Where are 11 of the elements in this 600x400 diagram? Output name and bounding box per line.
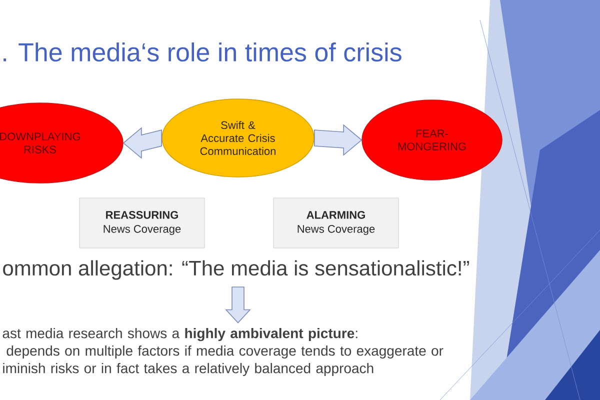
text-line: ast media research shows a highly ambivalent picture: [2,328,358,342]
text-line: ommon allegation: “The media is sensationalistic!” [3,260,469,280]
text-box: ALARMING News Coverage [273,198,399,248]
block-arrow [225,286,251,324]
text-paragraph: depends on multiple factors if media coverage tends to exaggerate or iminish risks or in fact takes a relatively balanced approach [3,345,444,376]
oval: Swift & Accurate Crisis Communication [162,98,314,178]
text-box: REASSURING News Coverage [79,198,205,248]
slide-title: . The media‘s role in times of crisis [4,42,402,62]
block-arrow [314,124,362,156]
block-arrow [122,127,162,159]
oval: FEAR-MONGERING [362,100,502,180]
